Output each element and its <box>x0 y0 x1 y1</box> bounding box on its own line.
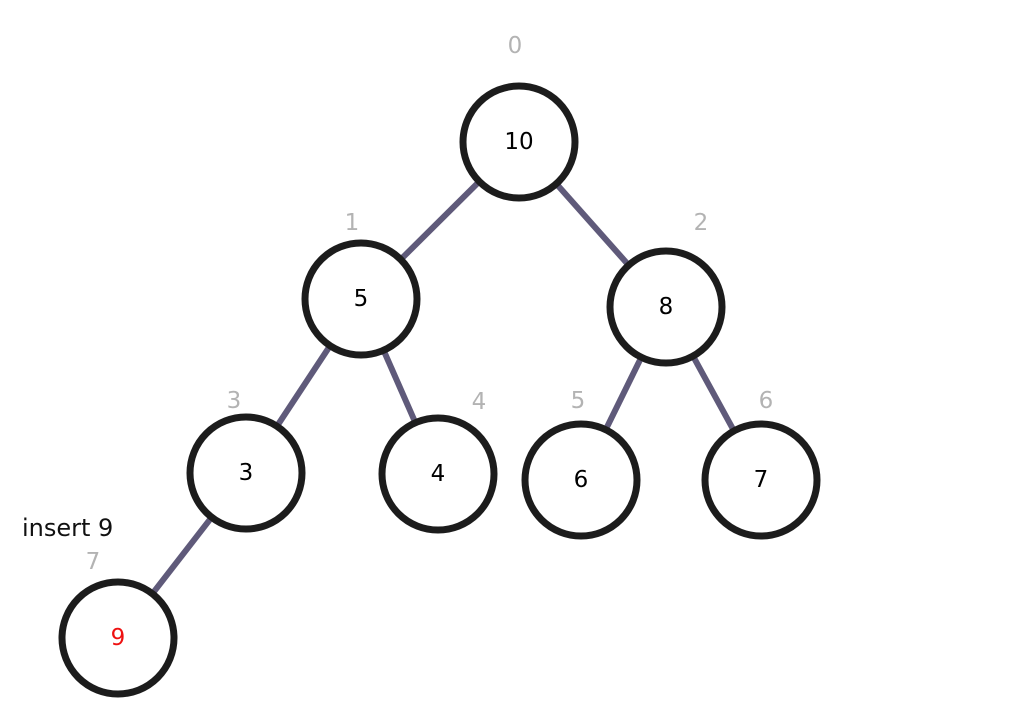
edge-0-1 <box>398 179 482 262</box>
edge-1-3 <box>274 344 333 428</box>
node-circle <box>701 420 821 540</box>
node-value: 6 <box>574 467 589 493</box>
heap-node-2: 8 <box>606 247 726 367</box>
node-circle <box>521 420 641 540</box>
heap-node-1: 5 <box>301 239 421 359</box>
node-circle <box>301 239 421 359</box>
node-value: 4 <box>431 461 446 487</box>
heap-node-0: 10 <box>459 82 579 202</box>
edge-2-6 <box>690 354 737 433</box>
index-labels-layer: 0 1 2 3 4 5 6 7 <box>86 33 774 575</box>
heap-node-3: 3 <box>186 413 306 533</box>
index-label-7: 7 <box>86 549 101 575</box>
node-value: 10 <box>504 129 533 155</box>
node-circle <box>459 82 579 202</box>
index-label-6: 6 <box>759 388 774 414</box>
index-label-1: 1 <box>345 210 360 236</box>
nodes-layer: 10 5 8 3 4 6 7 9 <box>58 82 821 698</box>
index-label-2: 2 <box>694 210 709 236</box>
node-circle <box>606 247 726 367</box>
edge-0-2 <box>554 181 631 268</box>
index-label-3: 3 <box>227 388 242 414</box>
node-circle <box>58 578 178 698</box>
index-label-5: 5 <box>571 388 586 414</box>
heap-node-4: 4 <box>378 414 498 534</box>
node-value: 3 <box>239 460 254 486</box>
edge-2-5 <box>603 355 644 432</box>
heap-node-5: 6 <box>521 420 641 540</box>
edge-3-7 <box>149 515 215 596</box>
index-label-0: 0 <box>508 33 523 59</box>
heap-node-7: 9 <box>58 578 178 698</box>
edges-layer <box>149 179 737 596</box>
node-circle <box>378 414 498 534</box>
node-value: 5 <box>354 286 369 312</box>
node-value: 9 <box>111 625 126 651</box>
node-value: 8 <box>659 294 674 320</box>
annotation-text: insert 9 <box>22 514 113 542</box>
node-value: 7 <box>754 467 769 493</box>
edge-1-4 <box>380 349 419 424</box>
node-circle <box>186 413 306 533</box>
heap-node-6: 7 <box>701 420 821 540</box>
index-label-4: 4 <box>472 389 487 415</box>
